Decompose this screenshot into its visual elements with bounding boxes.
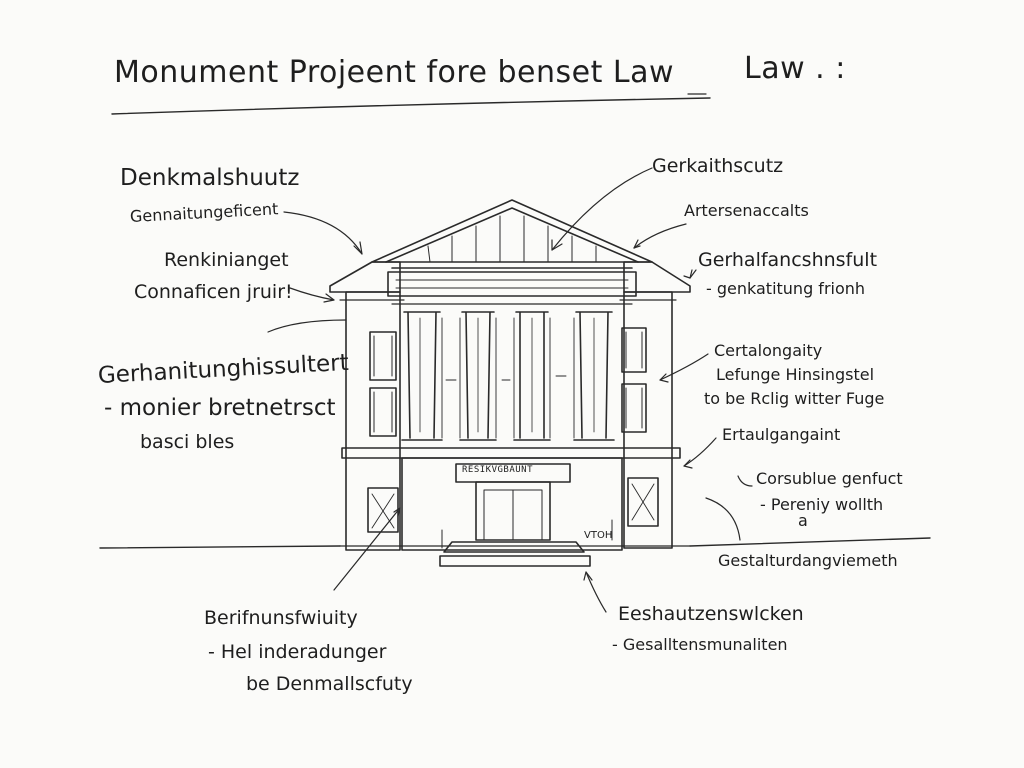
building bbox=[329, 199, 691, 567]
label-genkatitung: - genkatitung frionh bbox=[706, 279, 866, 298]
label-gestalturdang: Gestalturdangviemeth bbox=[718, 551, 898, 570]
label-a: a bbox=[798, 511, 808, 530]
annotation-arrows bbox=[267, 167, 753, 613]
label-to-be-rclig: to be Rclig witter Fuge bbox=[704, 389, 885, 408]
label-be-denmallscfuty: be Denmallscfuty bbox=[246, 673, 413, 695]
entrance-sign: RESIKVGBAUNT bbox=[462, 465, 534, 475]
diagram-title: Monument Projeent fore benset Law bbox=[114, 55, 675, 90]
label-gesalltens: - Gesalltensmunaliten bbox=[612, 635, 788, 654]
label-connaficen: Connaficen jruir! bbox=[134, 281, 293, 303]
label-renkinianget: Renkinianget bbox=[164, 249, 289, 271]
label-pereniy: - Pereniy wollth bbox=[760, 495, 884, 514]
label-hel-inderadunger: - Hel inderadunger bbox=[208, 641, 387, 663]
label-certalongaity: Certalongaity bbox=[714, 341, 823, 360]
columns bbox=[401, 311, 615, 441]
label-lefunge: Lefunge Hinsingstel bbox=[716, 365, 875, 384]
label-ertaulgangaint: Ertaulgangaint bbox=[722, 425, 841, 444]
label-gerhalfancshnsfult: Gerhalfancshnsfult bbox=[698, 249, 878, 271]
label-berifnunsfwiuity: Berifnunsfwiuity bbox=[204, 607, 358, 629]
entablature bbox=[387, 271, 637, 297]
label-monier: - monier bretnetrsct bbox=[104, 395, 336, 421]
label-eeshautzenswlcken: Eeshautzenswlcken bbox=[618, 603, 804, 625]
pediment bbox=[371, 199, 653, 263]
right-wing bbox=[623, 291, 673, 549]
label-gerkaithscutz: Gerkaiths­cutz bbox=[652, 155, 784, 177]
left-wing bbox=[345, 291, 401, 551]
label-artersenaccalts: Artersenaccalts bbox=[684, 201, 809, 220]
ground-line bbox=[99, 537, 931, 549]
label-basci-bles: basci bles bbox=[140, 431, 235, 453]
label-corsublue: Corsublue genfuct bbox=[756, 469, 903, 488]
title-underline bbox=[111, 97, 711, 115]
diagram-title-tail: Law . : bbox=[744, 51, 846, 86]
label-denkmalshuutz: Denkmalshuutz bbox=[120, 165, 300, 191]
door-note: VTOH bbox=[584, 530, 613, 541]
